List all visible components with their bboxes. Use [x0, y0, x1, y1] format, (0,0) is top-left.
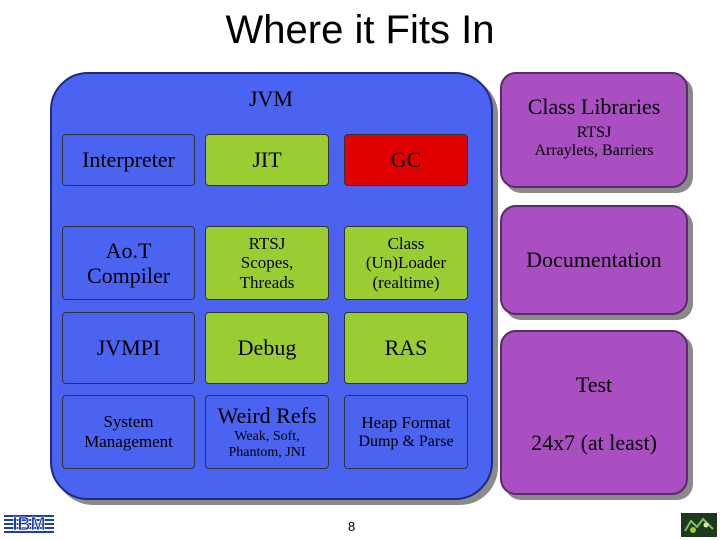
classloader-label-line2: (Un)Loader — [365, 253, 447, 273]
heap-title: Heap Format — [361, 413, 451, 433]
slide-title: Where it Fits In — [225, 8, 495, 52]
class-libraries-title: Class Libraries — [527, 94, 661, 119]
weirdrefs-title: Weird Refs — [217, 403, 317, 429]
interpreter-box: Interpreter — [62, 134, 195, 186]
test-sub: 24x7 (at least) — [531, 430, 657, 455]
jit-box: JIT — [205, 134, 329, 186]
interpreter-label: Interpreter — [82, 147, 175, 173]
debug-label: Debug — [237, 335, 297, 361]
heap-sub: Dump & Parse — [358, 432, 454, 450]
ibm-logo-icon: IBM — [4, 514, 54, 534]
rtsj-label-line3: Threads — [239, 272, 295, 292]
heap-format-box: Heap Format Dump & Parse — [344, 395, 468, 469]
sysmgmt-label-line1: System — [103, 412, 154, 432]
documentation-label: Documentation — [526, 247, 662, 272]
class-libraries-box: Class Libraries RTSJ Arraylets, Barriers — [500, 72, 688, 188]
sysmgmt-label-line2: Management — [84, 432, 173, 451]
jvm-label: JVM — [248, 86, 293, 111]
jvmpi-box: JVMPI — [62, 312, 195, 384]
jvmpi-label: JVMPI — [96, 335, 161, 361]
ras-label: RAS — [384, 335, 428, 361]
weirdrefs-line2: Phantom, JNI — [228, 444, 306, 460]
debug-box: Debug — [205, 312, 329, 384]
test-title: Test — [575, 372, 613, 397]
rtsj-label-line2: Scopes, — [240, 253, 294, 273]
corner-emblem-icon — [681, 513, 717, 537]
documentation-box: Documentation — [500, 205, 688, 315]
aot-label-line1: Ao.T — [105, 237, 152, 263]
gc-label: GC — [390, 147, 422, 173]
rtsj-scopes-box: RTSJ Scopes, Threads — [205, 226, 329, 300]
classloader-label-line1: Class — [387, 233, 425, 253]
aot-compiler-box: Ao.T Compiler — [62, 226, 195, 300]
page-number: 8 — [348, 519, 356, 534]
ras-box: RAS — [344, 312, 468, 384]
class-libraries-sub1: RTSJ — [576, 124, 612, 141]
weird-refs-box: Weird Refs Weak, Soft, Phantom, JNI — [205, 395, 329, 469]
gc-box: GC — [344, 134, 468, 186]
weirdrefs-line1: Weak, Soft, — [234, 428, 300, 444]
rtsj-label-line1: RTSJ — [248, 233, 286, 253]
class-loader-box: Class (Un)Loader (realtime) — [344, 226, 468, 300]
aot-label-line2: Compiler — [86, 263, 171, 288]
system-management-box: System Management — [62, 395, 195, 469]
classloader-label-line3: (realtime) — [372, 272, 440, 292]
jit-label: JIT — [252, 147, 282, 173]
test-box: Test 24x7 (at least) — [500, 330, 688, 495]
ibm-logo-text: IBM — [13, 514, 46, 534]
class-libraries-sub2: Arraylets, Barriers — [534, 142, 654, 159]
